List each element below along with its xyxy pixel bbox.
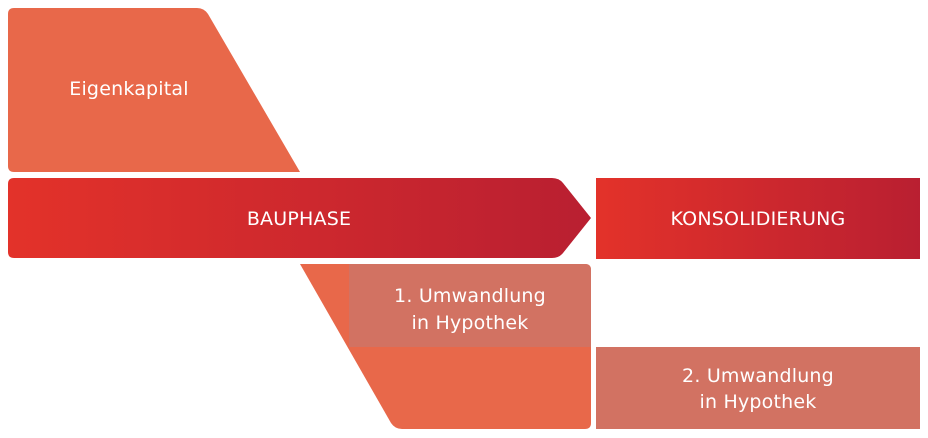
- conversion-1-box: [349, 264, 591, 347]
- equity-label: Eigenkapital: [69, 78, 189, 100]
- consolidation-label: KONSOLIDIERUNG: [671, 208, 846, 230]
- equity-shape: [8, 8, 300, 172]
- construction-phase-arrow: [8, 178, 591, 258]
- conversion-1-line2: in Hypothek: [412, 312, 529, 334]
- conversion-2-line2: in Hypothek: [700, 391, 817, 413]
- consolidation-box: [596, 178, 920, 259]
- conversion-2-line1: 2. Umwandlung: [682, 365, 834, 387]
- conversion-1-line1: 1. Umwandlung: [394, 285, 546, 307]
- conversion-2-box: [596, 347, 920, 429]
- construction-phase-label: BAUPHASE: [247, 208, 351, 230]
